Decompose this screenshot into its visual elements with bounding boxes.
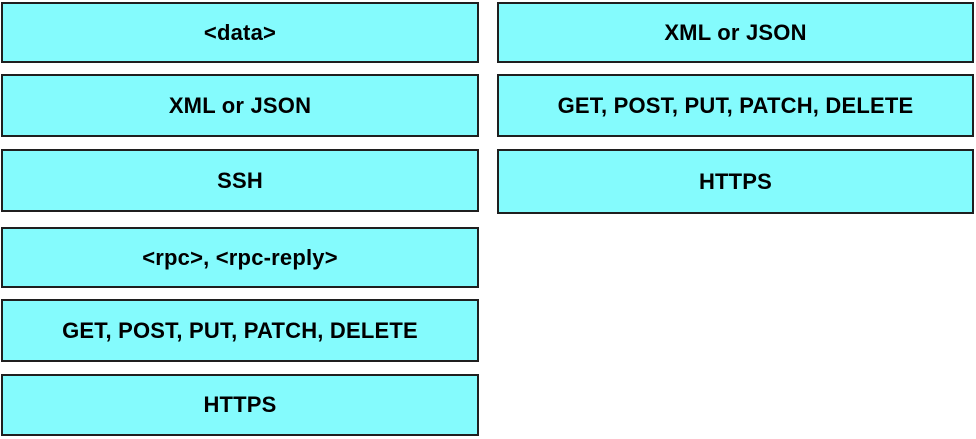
drag-tile-label: <rpc>, <rpc-reply> [142,244,338,270]
drag-tile-http-verbs-right[interactable]: GET, POST, PUT, PATCH, DELETE [497,74,974,137]
drag-tile-https-left[interactable]: HTTPS [1,374,479,436]
drag-tile-ssh[interactable]: SSH [1,149,479,212]
drag-tile-label: XML or JSON [168,92,312,118]
drag-tile-label: GET, POST, PUT, PATCH, DELETE [557,92,914,118]
drag-tile-http-verbs-left[interactable]: GET, POST, PUT, PATCH, DELETE [1,299,479,362]
drag-tile-https-right[interactable]: HTTPS [497,149,974,214]
drag-tile-data[interactable]: <data> [1,2,479,63]
drag-tile-label: HTTPS [698,168,773,194]
drag-tile-label: GET, POST, PUT, PATCH, DELETE [62,317,418,343]
drag-tile-xml-or-json-left[interactable]: XML or JSON [1,74,479,137]
drag-tile-rpc-rpc-reply[interactable]: <rpc>, <rpc-reply> [1,227,479,288]
drag-tile-label: XML or JSON [664,19,807,45]
drag-tile-label: HTTPS [203,392,277,417]
drag-tile-xml-or-json-right[interactable]: XML or JSON [497,2,974,63]
drag-tile-label: SSH [217,167,263,193]
drag-tile-label: <data> [203,19,277,45]
